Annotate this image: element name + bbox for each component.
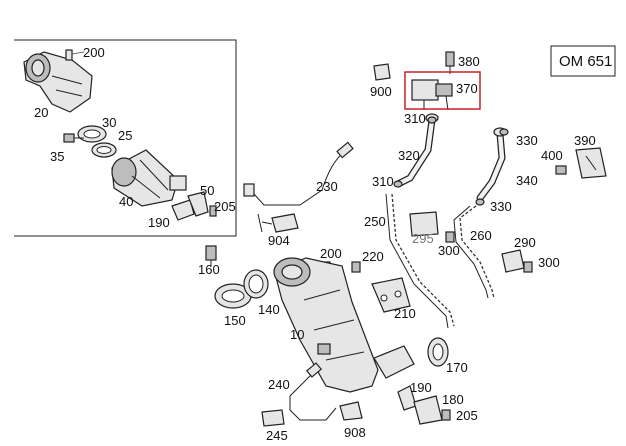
callout-205-top: 205 [214, 199, 236, 214]
callout-205-bot: 205 [456, 408, 478, 423]
callout-340: 340 [516, 173, 538, 188]
part-260-line [453, 205, 495, 299]
callout-908: 908 [344, 425, 366, 440]
part-30-gasket [77, 125, 107, 143]
callout-300-a: 300 [438, 243, 460, 258]
callout-380: 380 [458, 54, 480, 69]
part-50-bracket [187, 191, 209, 217]
callout-30: 30 [102, 115, 116, 130]
part-160-bolt [205, 245, 217, 266]
part-370-pressure-sensor [411, 79, 453, 111]
part-380-bolt [445, 51, 455, 74]
callout-190-bot: 190 [410, 380, 432, 395]
callout-20: 20 [34, 105, 48, 120]
callout-250: 250 [364, 214, 386, 229]
part-390-bracket [575, 147, 607, 179]
part-180-bracket [413, 395, 443, 425]
inset-frame [14, 39, 237, 237]
part-40-dpf-inset [111, 149, 187, 207]
callout-150: 150 [224, 313, 246, 328]
part-300-bolt-a [445, 231, 455, 243]
part-908-connector [339, 401, 363, 421]
model-label: OM 651 [559, 53, 612, 70]
callout-310-b: 310 [372, 174, 394, 189]
callout-260: 260 [470, 228, 492, 243]
part-205-bolt-inset [209, 205, 217, 217]
callout-245: 245 [266, 428, 288, 443]
part-300-bolt-b [523, 261, 533, 273]
part-330-clamp-b [475, 198, 485, 206]
callout-330-a: 330 [516, 133, 538, 148]
callout-190-top: 190 [148, 215, 170, 230]
part-900-clip [373, 63, 391, 81]
part-150-clamp [214, 283, 252, 309]
callout-370: 370 [456, 81, 478, 96]
part-200-bolt-top [65, 49, 85, 61]
part-290-bracket [501, 249, 525, 273]
part-170-clamp [427, 337, 449, 367]
part-904-connector [257, 213, 299, 233]
part-210-bracket [371, 277, 411, 313]
part-240-sensor [289, 362, 337, 421]
part-190-bracket-inset [171, 199, 195, 221]
part-25-clamp [91, 142, 117, 158]
part-20-turbo-housing [23, 51, 93, 113]
callout-330-b: 330 [490, 199, 512, 214]
part-140-gasket [243, 269, 269, 299]
part-220-bolt [351, 261, 361, 273]
callout-170: 170 [446, 360, 468, 375]
callout-40: 40 [119, 194, 133, 209]
part-310-clamp-a [427, 116, 437, 124]
callout-390: 390 [574, 133, 596, 148]
part-205-bolt-bottom [441, 409, 451, 421]
part-230-sensor [243, 141, 354, 206]
part-245-connector [261, 409, 285, 427]
model-label-box [550, 45, 616, 77]
callout-320: 320 [398, 148, 420, 163]
callout-240: 240 [268, 377, 290, 392]
callout-300-b: 300 [538, 255, 560, 270]
callout-200-top: 200 [83, 45, 105, 60]
part-250-line [385, 193, 455, 329]
callout-220: 220 [362, 249, 384, 264]
part-35-bolt [63, 133, 84, 143]
callout-200-mid: 200 [320, 246, 342, 261]
callout-310-a: 310 [404, 111, 426, 126]
callout-10: 10 [290, 327, 304, 342]
callout-25: 25 [118, 128, 132, 143]
callout-230: 230 [316, 179, 338, 194]
part-295-bracket [409, 211, 439, 237]
callout-290: 290 [514, 235, 536, 250]
part-400-bolt [555, 165, 567, 175]
callout-180: 180 [442, 392, 464, 407]
callout-904: 904 [268, 233, 290, 248]
callout-50: 50 [200, 183, 214, 198]
callout-35: 35 [50, 149, 64, 164]
callout-900: 900 [370, 84, 392, 99]
callout-210: 210 [394, 306, 416, 321]
callout-160: 160 [198, 262, 220, 277]
callout-400: 400 [541, 148, 563, 163]
part-330-clamp-a [499, 128, 509, 136]
highlight-box-370 [404, 71, 481, 110]
part-340-hose [476, 127, 507, 202]
part-10-dpf-main [273, 257, 415, 393]
callout-295: 295 [412, 231, 434, 246]
callout-140: 140 [258, 302, 280, 317]
part-310-clamp-b [393, 180, 403, 188]
